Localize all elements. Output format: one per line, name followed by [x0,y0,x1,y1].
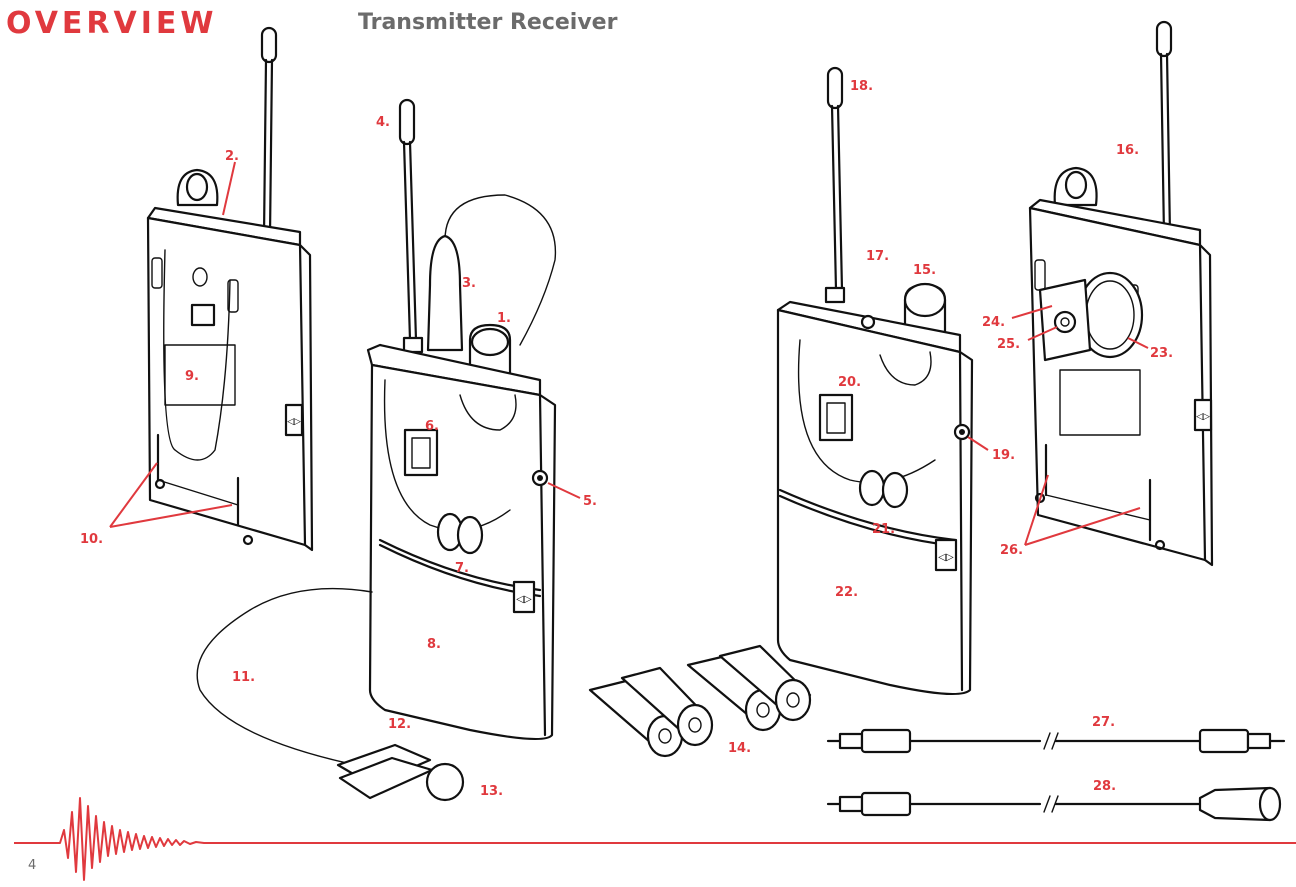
transmitter-back-view: ◁▷ [146,26,314,552]
receiver-front-view: ◁▷ [776,66,974,696]
callout-22: 22. [835,585,858,600]
svg-text:◁▷: ◁▷ [1196,412,1210,422]
callout-6: 6. [425,419,439,434]
callout-8: 8. [427,637,441,652]
batteries [588,644,812,758]
callout-11: 11. [232,670,255,685]
svg-text:◁▷: ◁▷ [516,594,532,605]
callout-17: 17. [866,249,889,264]
callout-9: 9. [185,369,199,384]
callout-19: 19. [992,448,1015,463]
callout-10: 10. [80,532,103,547]
svg-text:◁▷: ◁▷ [938,552,954,563]
callout-pointers [109,161,1149,546]
callout-4: 4. [376,115,390,130]
page-number: 4 [28,858,37,873]
callout-7: 7. [455,561,469,576]
page-title: OVERVIEW [6,6,218,41]
callout-16: 16. [1116,143,1139,158]
callout-14: 14. [728,741,751,756]
callout-27: 27. [1092,715,1115,730]
callout-28: 28. [1093,779,1116,794]
callout-2: 2. [225,149,239,164]
callout-26: 26. [1000,543,1023,558]
cable-jack-to-jack [826,728,1286,754]
callout-23: 23. [1150,346,1173,361]
lavalier-microphone [196,587,465,802]
callout-20: 20. [838,375,861,390]
callout-24: 24. [982,315,1005,330]
callout-3: 3. [462,276,476,291]
callout-5: 5. [583,494,597,509]
callout-13: 13. [480,784,503,799]
callout-15: 15. [913,263,936,278]
transmitter-front-view: ◁▷ [366,98,557,741]
svg-text:◁▷: ◁▷ [287,417,301,427]
page-subtitle: Transmitter Receiver [358,10,618,35]
footer-waveform-decoration [14,797,1296,881]
receiver-back-view: ◁▷ [1028,20,1214,567]
callout-1: 1. [497,311,511,326]
cable-jack-to-xlr [826,786,1282,822]
callout-21: 21. [872,522,895,537]
callout-labels: 1. 2. 3. 4. 5. 6. 7. 8. 9. 10. 11. 12. 1… [80,79,1173,799]
callout-12: 12. [388,717,411,732]
callout-25: 25. [997,337,1020,352]
callout-18: 18. [850,79,873,94]
